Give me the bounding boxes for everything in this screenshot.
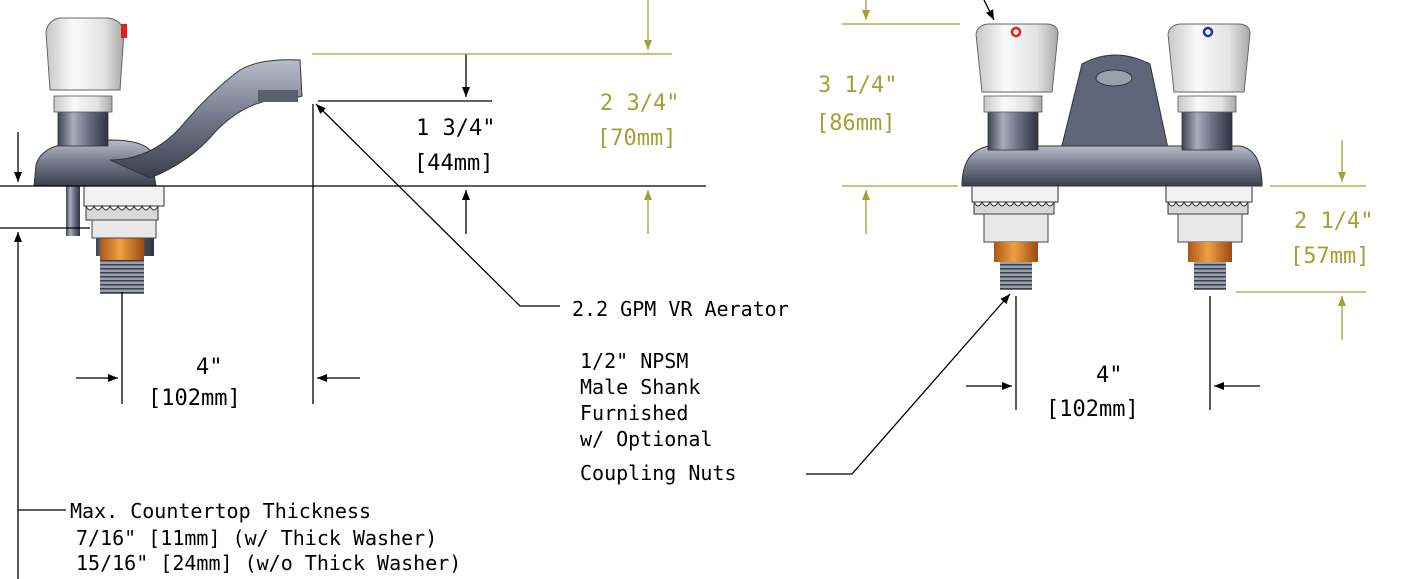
cold-handle (1167, 23, 1251, 93)
coupling-nut-right (1188, 242, 1232, 262)
shank-length-inch: 2 1/4" (1294, 209, 1373, 234)
hot-handle (975, 23, 1059, 93)
aerator-label: 2.2 GPM VR Aerator (572, 297, 789, 321)
shank-note-line4: w/ Optional (580, 427, 712, 451)
overall-height-mm: [70mm] (597, 126, 676, 151)
coupling-nut (100, 238, 144, 260)
cold-indicator-icon (1202, 26, 1214, 38)
shank-note-line1: 1/2" NPSM (580, 349, 688, 373)
countertop-line1: Max. Countertop Thickness (70, 499, 371, 523)
right-dimension-lines (806, 0, 1366, 475)
right-labels: 3 1/4" [86mm] 2 1/4" [57mm] 4" [102mm] 1… (580, 73, 1373, 485)
hot-indicator-icon (1010, 26, 1022, 38)
spout-height-inch: 1 3/4" (416, 116, 495, 141)
spout-height-mm: [44mm] (414, 151, 493, 176)
left-dimension-lines (0, 0, 706, 579)
overall-height-inch: 2 3/4" (600, 91, 679, 116)
reach-inch: 4" (196, 355, 223, 380)
countertop-line3: 15/16" [24mm] (w/o Thick Washer) (76, 551, 461, 575)
shank-note-line3: Furnished (580, 401, 688, 425)
side-view-faucet (33, 17, 303, 294)
handle-height-inch: 3 1/4" (818, 73, 897, 98)
countertop-line2: 7/16" [11mm] (w/ Thick Washer) (76, 526, 437, 550)
centers-mm: [102mm] (1046, 397, 1139, 422)
shank-length-mm: [57mm] (1290, 244, 1369, 269)
shank-note-line5: Coupling Nuts (580, 461, 737, 485)
side-handle (45, 17, 125, 91)
shank-note-line2: Male Shank (580, 375, 700, 399)
centers-inch: 4" (1096, 363, 1123, 388)
hot-indicator-icon (121, 24, 127, 38)
left-labels: 1 3/4" [44mm] 2 3/4" [70mm] 4" [102mm] 2… (70, 91, 789, 575)
aerator (258, 90, 298, 102)
logo-badge (1095, 69, 1133, 87)
handle-height-mm: [86mm] (816, 111, 895, 136)
spout (109, 59, 303, 179)
reach-mm: [102mm] (148, 386, 241, 411)
front-view-faucet (961, 23, 1263, 290)
coupling-nut-left (994, 242, 1038, 262)
